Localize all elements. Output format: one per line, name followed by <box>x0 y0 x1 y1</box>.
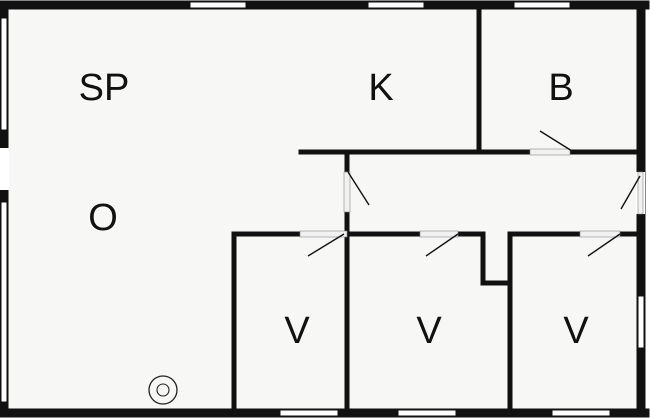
window <box>397 409 457 417</box>
door-bedroom-2 <box>419 230 459 257</box>
window <box>367 1 425 9</box>
room-label-k: K <box>368 67 393 109</box>
door-bedroom-3 <box>579 230 621 257</box>
door-bedroom-1 <box>299 230 348 257</box>
floor-area <box>6 6 642 414</box>
window <box>551 409 611 417</box>
doors <box>299 130 644 257</box>
room-label-v2: V <box>416 310 442 352</box>
room-label-v3: V <box>563 310 589 352</box>
round-fixture-icon <box>148 375 178 405</box>
window <box>0 17 8 131</box>
window <box>0 201 8 403</box>
window <box>189 1 247 9</box>
room-label-b: B <box>548 67 573 109</box>
interior-walls <box>231 5 643 415</box>
room-label-v1: V <box>284 310 310 352</box>
room-label-sp: SP <box>79 67 130 109</box>
window <box>637 295 645 349</box>
door-corridor <box>343 171 370 213</box>
entrance-left <box>0 148 9 190</box>
room-label-o: O <box>88 197 118 239</box>
door-entrance-right <box>620 171 644 215</box>
window <box>279 409 339 417</box>
door-bathroom <box>529 130 573 156</box>
window <box>513 1 571 9</box>
